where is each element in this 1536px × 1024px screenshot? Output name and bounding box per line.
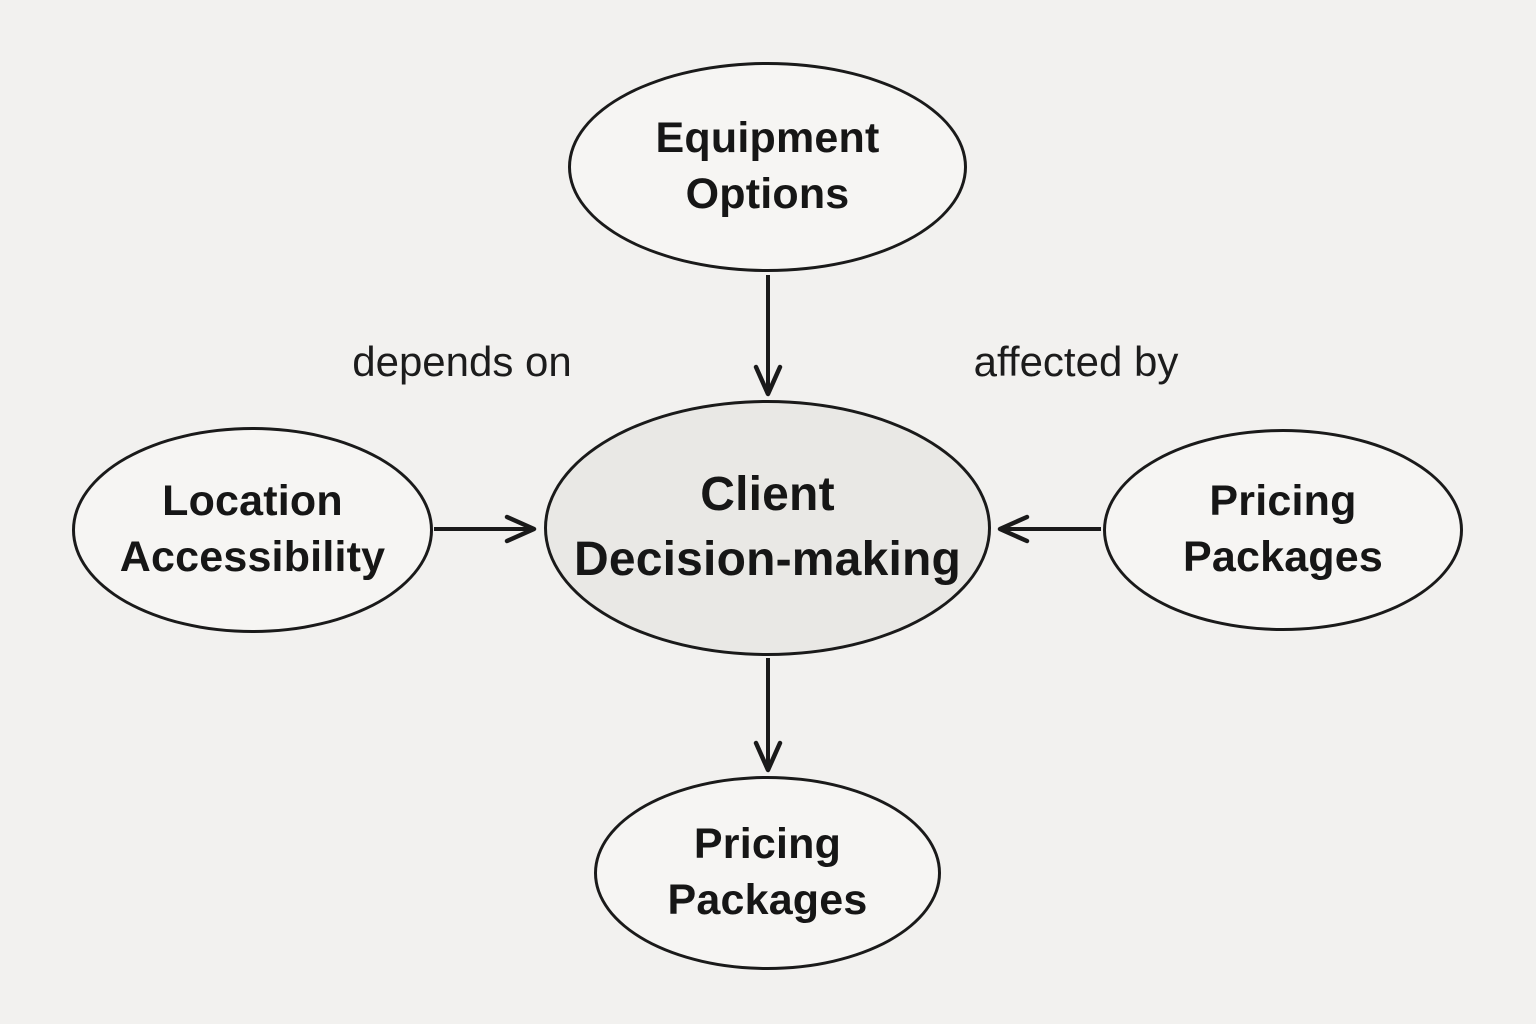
node-pricing-packages-right-label: Pricing Packages	[1182, 477, 1384, 581]
node-client-decision-making-label: Client Decision-making	[573, 468, 962, 586]
node-location-accessibility-label: Location Accessibility	[119, 477, 386, 581]
node-equipment-options-label: Equipment Options	[655, 114, 880, 218]
node-pricing-packages-bottom: Pricing Packages	[594, 776, 941, 970]
node-client-decision-making: Client Decision-making	[544, 400, 991, 656]
node-location-accessibility: Location Accessibility	[72, 427, 433, 633]
node-equipment-options: Equipment Options	[568, 62, 967, 272]
edge-label-affected-by: affected by	[973, 338, 1179, 385]
node-pricing-packages-right: Pricing Packages	[1103, 429, 1463, 631]
node-pricing-packages-bottom-label: Pricing Packages	[667, 820, 868, 924]
edge-label-depends-on: depends on	[352, 338, 572, 385]
